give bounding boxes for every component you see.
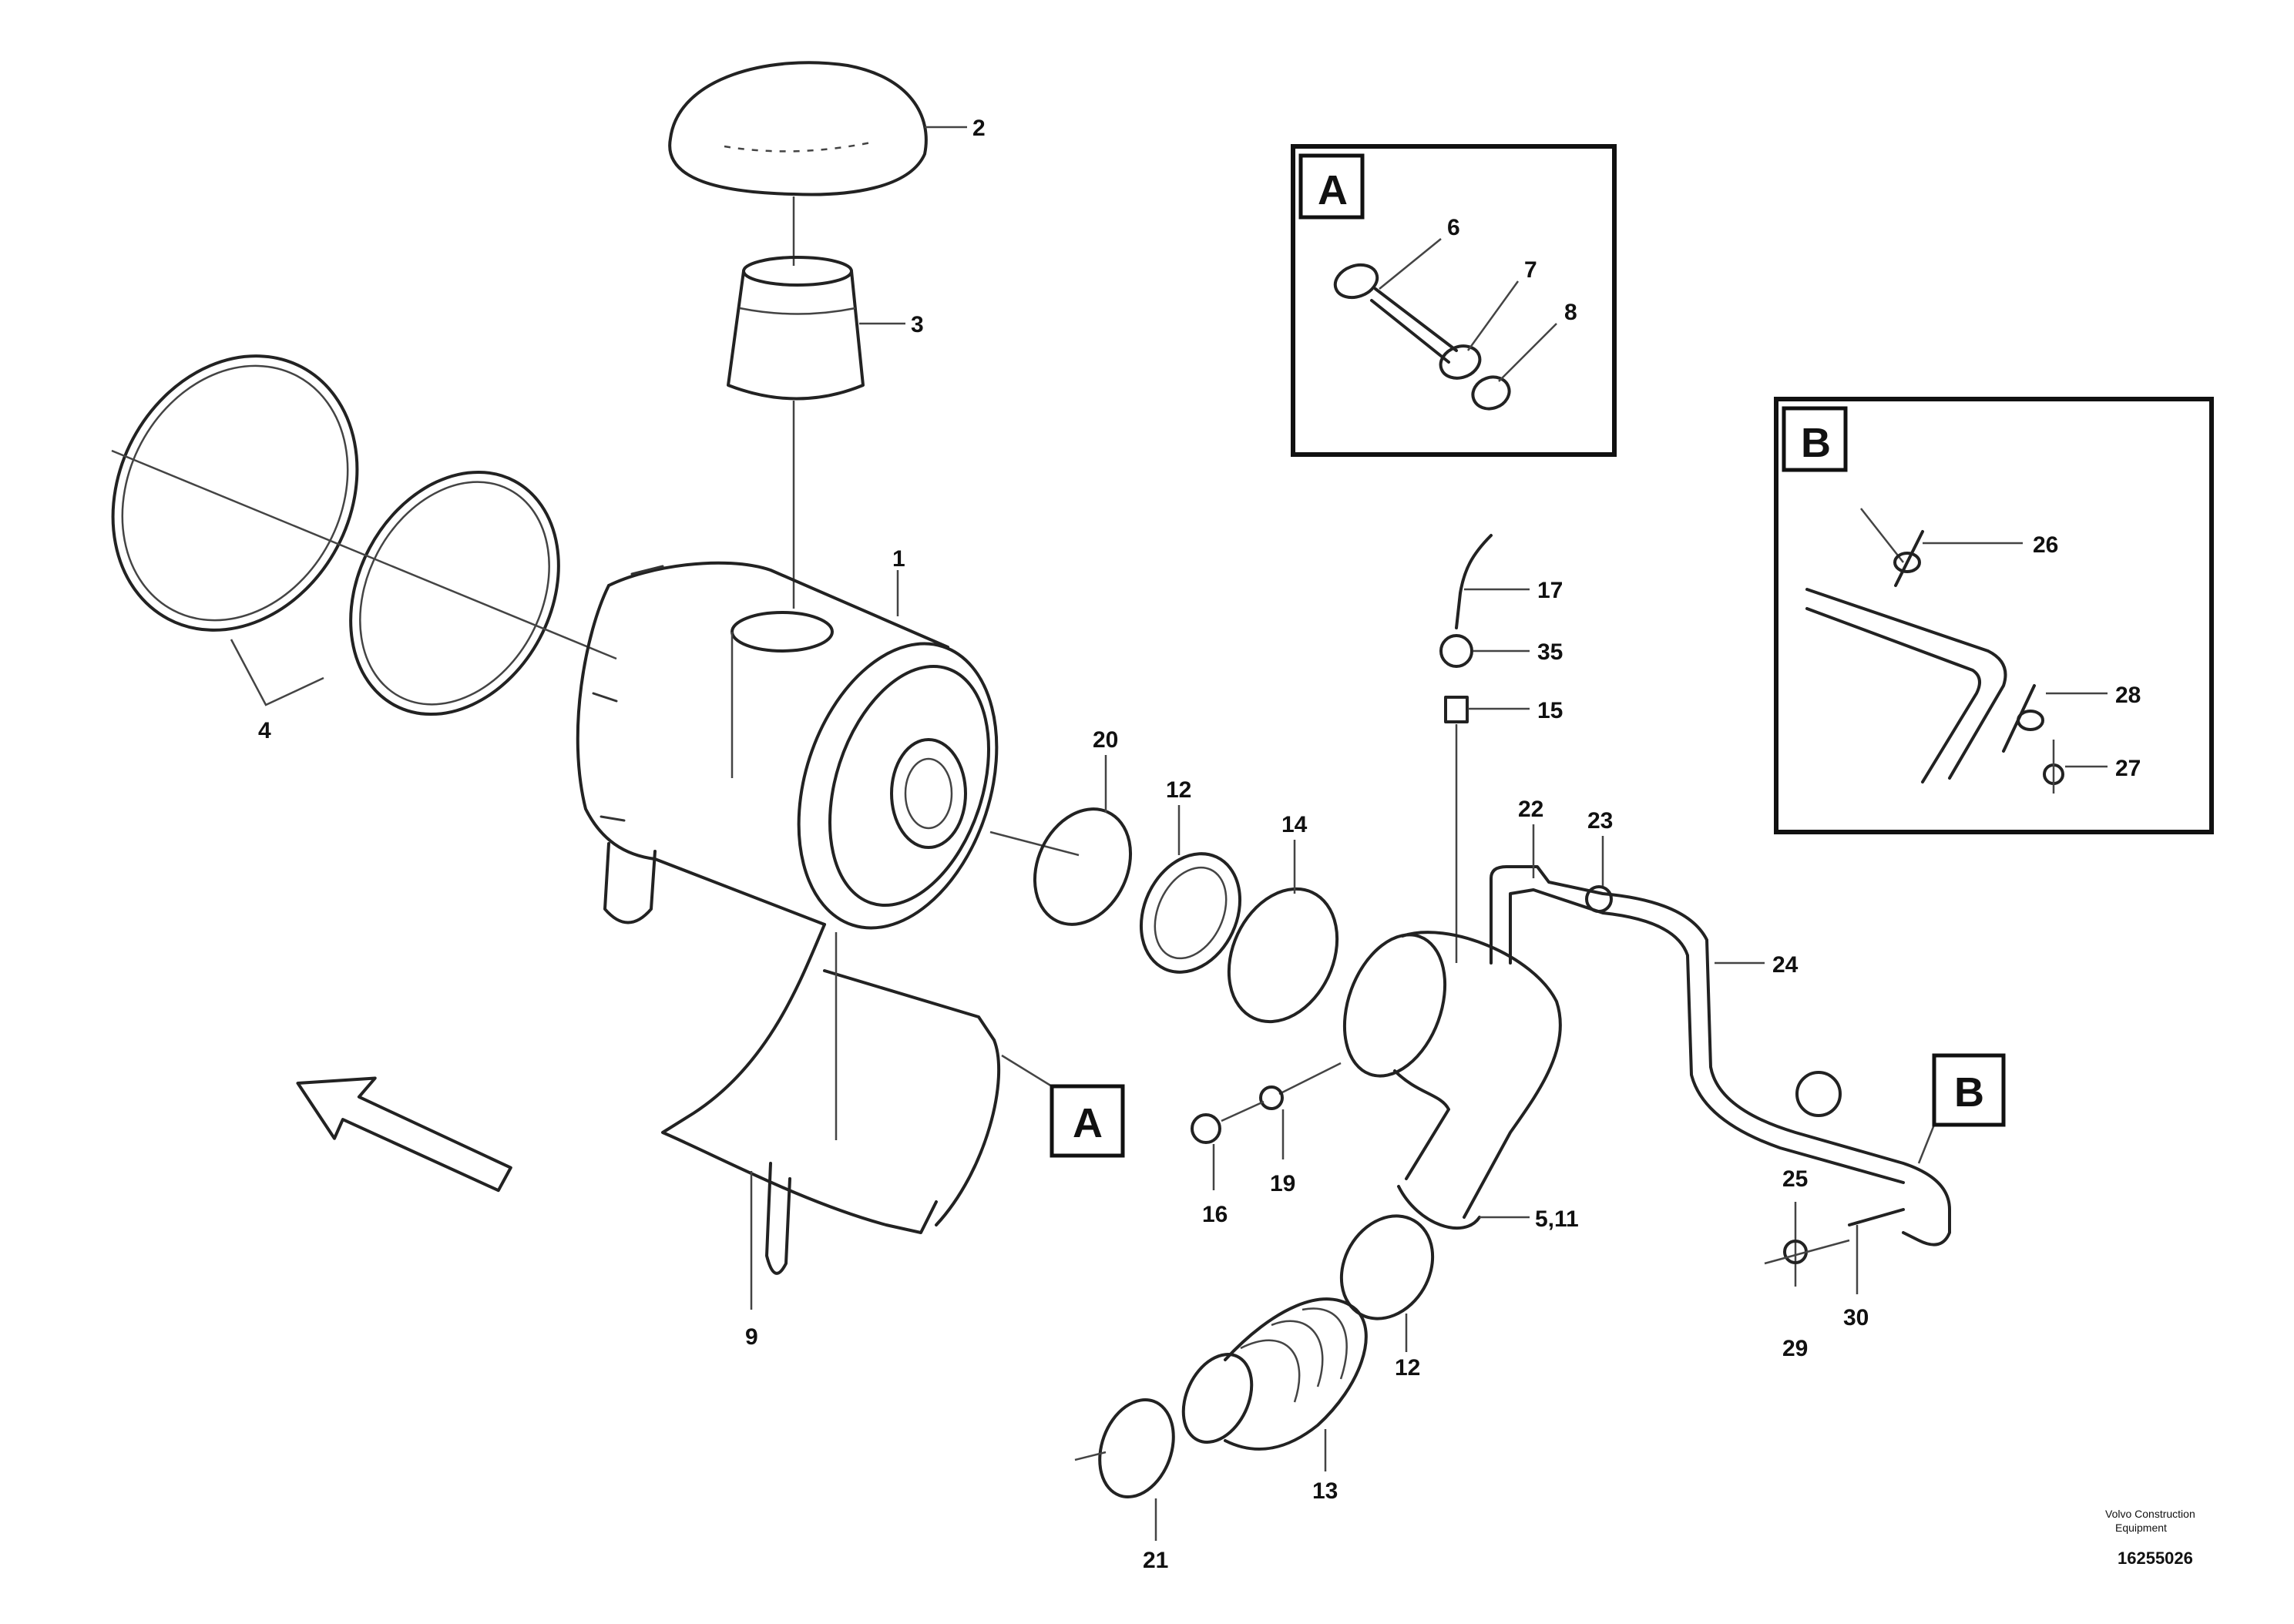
- filter-element-part: [727, 256, 905, 401]
- part-label-12-lower: 12: [1395, 1355, 1420, 1381]
- outlet-elbow: [1342, 931, 1562, 1230]
- part-label-30: 30: [1843, 1305, 1869, 1330]
- part-label-35: 35: [1537, 639, 1563, 665]
- inset-a-title: A: [1318, 167, 1348, 213]
- part-label-21: 21: [1143, 1548, 1168, 1573]
- part-label-9: 9: [745, 1324, 758, 1350]
- part-label-22: 22: [1518, 797, 1543, 822]
- clip-assembly: [1764, 1202, 1905, 1294]
- part-label-29: 29: [1782, 1336, 1808, 1361]
- air-cleaner-housing: [576, 561, 999, 930]
- part-label-19: 19: [1270, 1171, 1295, 1196]
- intake-hose: [1074, 1214, 1435, 1541]
- reference-line-2: Equipment: [2115, 1522, 2167, 1534]
- top-cap-part: [668, 61, 967, 196]
- part-label-4: 4: [258, 718, 271, 743]
- callout-box-b: [1917, 1053, 2006, 1164]
- inset-b: [1774, 397, 2214, 834]
- ring-seals-part: [111, 354, 617, 716]
- part-label-25: 25: [1782, 1166, 1808, 1192]
- reference-code: 16255026: [2118, 1549, 2193, 1568]
- part-label-15: 15: [1537, 698, 1563, 723]
- callout-a-label: A: [1073, 1100, 1103, 1146]
- part-label-1: 1: [892, 546, 905, 572]
- inset-b-label-27: 27: [2115, 756, 2141, 781]
- part-label-17: 17: [1537, 578, 1563, 603]
- mounting-bracket-part: [661, 923, 1001, 1310]
- callout-b-label: B: [1954, 1069, 1984, 1116]
- part-label-24: 24: [1772, 952, 1799, 978]
- inset-a: [1291, 144, 1617, 457]
- inset-a-label-8: 8: [1564, 300, 1577, 325]
- inset-b-label-26: 26: [2033, 532, 2058, 558]
- bolt-assembly: [1191, 1062, 1342, 1190]
- inset-b-label-28: 28: [2115, 683, 2141, 708]
- direction-arrow: [296, 1076, 512, 1193]
- reference-line-1: Volvo Construction: [2105, 1508, 2195, 1520]
- part-label-5-11: 5,11: [1535, 1206, 1579, 1232]
- inset-b-title: B: [1801, 420, 1831, 466]
- part-label-16: 16: [1202, 1202, 1228, 1227]
- callout-box-a: [1001, 1054, 1125, 1158]
- outlet-rings: [989, 755, 1339, 1024]
- service-indicator-stack: [1439, 534, 1530, 963]
- part-label-14: 14: [1281, 812, 1308, 837]
- part-label-20: 20: [1093, 727, 1118, 753]
- part-label-13: 13: [1312, 1478, 1338, 1504]
- part-label-12: 12: [1166, 777, 1191, 803]
- inset-a-label-6: 6: [1447, 215, 1460, 240]
- part-label-2: 2: [972, 116, 986, 141]
- part-label-3: 3: [911, 312, 924, 337]
- vacuator-tube: [1490, 824, 1951, 1247]
- part-label-23: 23: [1587, 808, 1613, 834]
- inset-a-label-7: 7: [1524, 257, 1537, 283]
